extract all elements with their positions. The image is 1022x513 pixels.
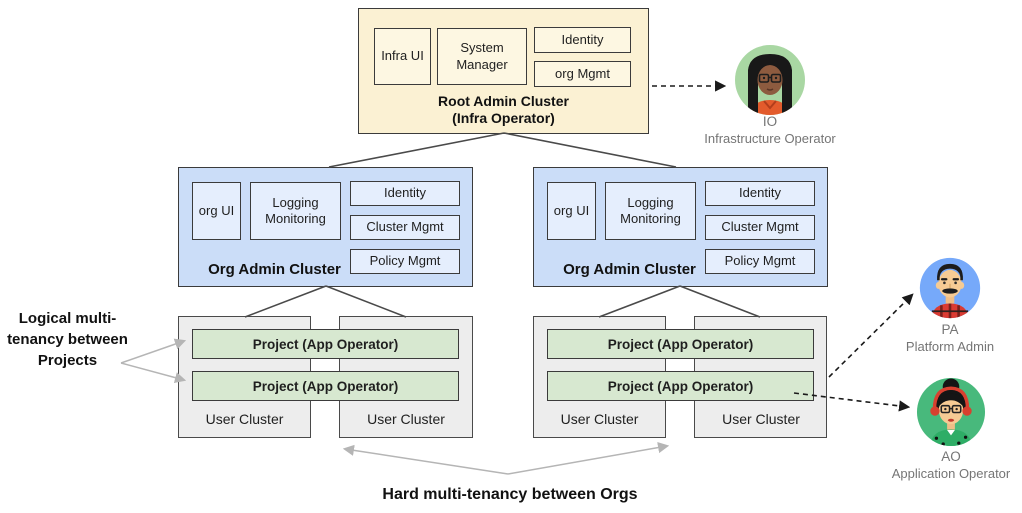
user-cluster-right-b-label: User Cluster (722, 411, 800, 427)
project-bar-left-2-label: Project (App Operator) (252, 378, 399, 394)
org-left-box-policy-mgmt: Policy Mgmt (350, 249, 460, 274)
gray-arrow-logical-to-project-2 (120, 362, 187, 384)
project-bar-right-2-label: Project (App Operator) (607, 378, 754, 394)
org-right-cluster-mgmt-label: Cluster Mgmt (721, 219, 799, 235)
persona-ao-role: Application Operator (891, 466, 1011, 481)
root-box-org-mgmt: org Mgmt (534, 61, 631, 87)
root-cluster-title-line2: (Infra Operator) (452, 110, 555, 126)
persona-ao-initials: AO (941, 449, 961, 464)
project-bar-left-1: Project (App Operator) (192, 329, 459, 359)
project-bar-left-2: Project (App Operator) (192, 371, 459, 401)
root-cluster-title-line1: Root Admin Cluster (438, 93, 569, 109)
root-box-identity-label: Identity (561, 31, 604, 47)
org-left-cluster-mgmt-label: Cluster Mgmt (366, 219, 444, 235)
org-right-identity-label: Identity (739, 185, 781, 201)
persona-io-initials: IO (762, 114, 778, 129)
org-left-box-cluster-mgmt: Cluster Mgmt (350, 215, 460, 240)
infrastructure-operator-avatar (735, 45, 805, 115)
org-right-logging-label: Logging Monitoring (620, 194, 681, 226)
connector-root-to-org-right (503, 132, 677, 168)
application-operator-avatar (916, 377, 986, 447)
org-right-box-org-ui: org UI (547, 182, 596, 240)
org-right-box-identity: Identity (705, 181, 815, 206)
persona-io-role: Infrastructure Operator (704, 131, 836, 146)
persona-pa-initials: PA (941, 322, 959, 337)
org-left-box-org-ui: org UI (192, 182, 241, 240)
org-left-box-logging-monitoring: Logging Monitoring (250, 182, 341, 240)
gray-arrow-logical-to-project-1 (120, 338, 187, 364)
org-left-org-ui-label: org UI (198, 202, 235, 218)
project-bar-left-1-label: Project (App Operator) (252, 336, 399, 352)
org-right-title: Org Admin Cluster (563, 261, 696, 278)
org-left-box-identity: Identity (350, 181, 460, 206)
org-left-logging-label: Logging Monitoring (265, 194, 326, 226)
gray-arrow-hard-right (507, 442, 670, 475)
project-bar-right-1-label: Project (App Operator) (607, 336, 754, 352)
root-box-system-manager-label: System Manager (456, 40, 508, 72)
org-right-box-logging-monitoring: Logging Monitoring (605, 182, 696, 240)
project-bar-right-1: Project (App Operator) (547, 329, 814, 359)
org-left-identity-label: Identity (384, 185, 426, 201)
root-box-identity: Identity (534, 27, 631, 53)
user-cluster-right-a-label: User Cluster (560, 411, 639, 427)
platform-admin-avatar (919, 257, 981, 319)
org-right-box-policy-mgmt: Policy Mgmt (705, 249, 815, 274)
persona-pa-role: Platform Admin (905, 339, 995, 354)
user-cluster-left-b-label: User Cluster (367, 411, 445, 427)
root-box-org-mgmt-label: org Mgmt (555, 65, 610, 81)
connector-org-left-to-user-b (325, 285, 407, 318)
connector-org-right-to-user-b (679, 285, 761, 318)
root-box-system-manager: System Manager (437, 28, 527, 85)
logical-multitenancy-annotation: Logical multi-tenancy between Projects (7, 310, 128, 369)
connector-root-to-org-left (328, 132, 505, 168)
org-right-org-ui-label: org UI (553, 202, 590, 218)
root-cluster-title: Root Admin Cluster (Infra Operator) (358, 93, 649, 127)
project-bar-right-2: Project (App Operator) (547, 371, 814, 401)
org-left-title: Org Admin Cluster (208, 261, 341, 278)
gray-arrow-hard-left (342, 444, 509, 475)
org-left-policy-mgmt-label: Policy Mgmt (369, 253, 441, 269)
connector-org-left-to-user-a (244, 285, 327, 318)
connector-org-right-to-user-a (598, 285, 681, 318)
root-box-infra-ui-label: Infra UI (381, 48, 424, 64)
user-cluster-left-a-label: User Cluster (205, 411, 284, 427)
root-box-infra-ui: Infra UI (374, 28, 431, 85)
org-right-box-cluster-mgmt: Cluster Mgmt (705, 215, 815, 240)
org-right-policy-mgmt-label: Policy Mgmt (724, 253, 796, 269)
hard-multitenancy-annotation: Hard multi-tenancy between Orgs (382, 486, 638, 503)
